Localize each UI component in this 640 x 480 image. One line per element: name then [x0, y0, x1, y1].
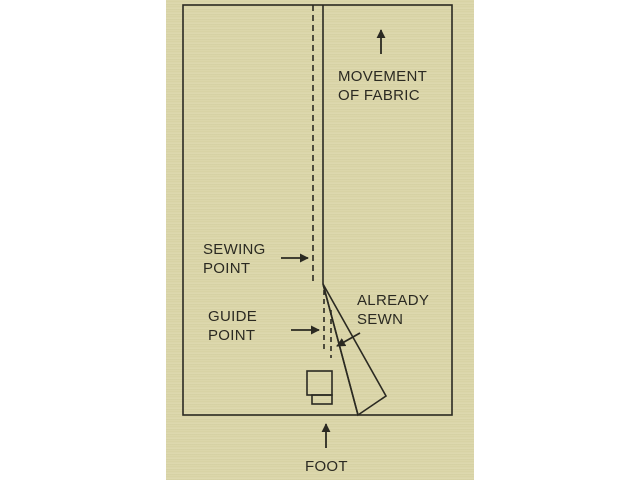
- sewing-point-line1: SEWING: [203, 241, 266, 258]
- already-sewn-label: ALREADY SEWN: [357, 291, 429, 329]
- presser-foot: [306, 370, 333, 396]
- movement-label-line1: MOVEMENT: [338, 68, 428, 85]
- sewing-point-label: SEWING POINT: [203, 240, 266, 278]
- fabric-outline: [182, 4, 453, 416]
- already-sewn-flap: [322, 283, 388, 417]
- presser-foot-base: [311, 394, 333, 405]
- movement-label: MOVEMENT OF FABRIC: [338, 67, 427, 105]
- already-sewn-line2: SEWN: [357, 311, 404, 328]
- already-sewn-arrow-icon: [336, 332, 361, 347]
- guide-point-line2: POINT: [208, 327, 256, 344]
- sewing-point-line2: POINT: [203, 260, 251, 277]
- guide-point-line1: GUIDE: [208, 308, 258, 325]
- diagram-background: [166, 0, 474, 480]
- guide-point-label: GUIDE POINT: [208, 307, 257, 345]
- movement-label-line2: OF FABRIC: [338, 87, 420, 104]
- foot-label: FOOT: [305, 458, 348, 475]
- already-sewn-line1: ALREADY: [357, 292, 430, 309]
